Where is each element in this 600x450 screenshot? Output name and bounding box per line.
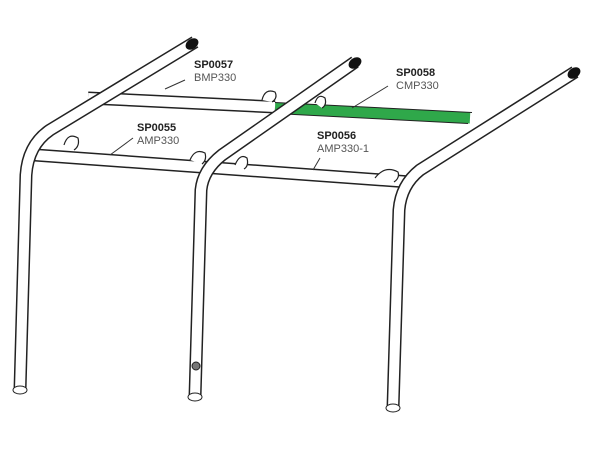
part-model: CMP330 (396, 80, 439, 92)
part-label-sp0055: SP0055 AMP330 (137, 122, 179, 148)
part-model: BMP330 (194, 72, 237, 84)
part-label-sp0058: SP0058 CMP330 (396, 67, 439, 93)
part-label-sp0057: SP0057 BMP330 (194, 59, 236, 85)
right-arch (385, 66, 581, 413)
part-model: AMP330-1 (317, 143, 369, 155)
part-label-sp0056: SP0056 AMP330-1 (317, 130, 369, 156)
part-code: SP0058 (396, 67, 436, 79)
part-code: SP0057 (194, 59, 234, 71)
middle-arch (187, 56, 362, 402)
part-code: SP0056 (317, 130, 357, 142)
clamps (63, 90, 400, 183)
part-code: SP0055 (137, 122, 177, 134)
crossbar-cmp330-highlighted (274, 102, 471, 124)
part-model: AMP330 (137, 135, 180, 147)
left-arch (12, 36, 199, 395)
crossbar-amp330 (34, 148, 411, 189)
leader-lines (109, 79, 389, 171)
crossbar-bmp330 (87, 91, 276, 114)
